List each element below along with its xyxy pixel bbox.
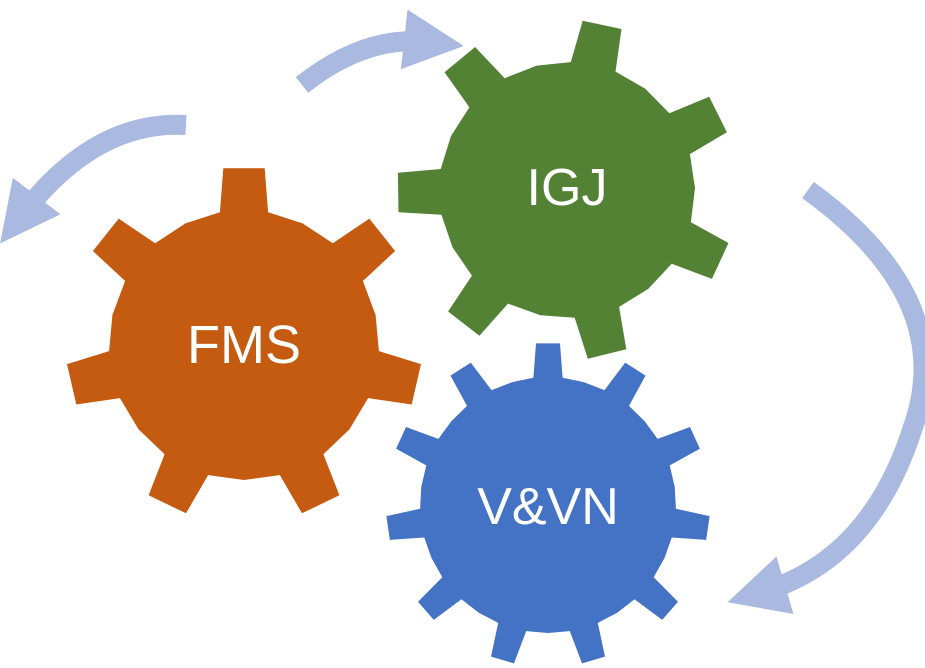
gear-vvn-shape [386,343,710,664]
gear-vvn-label: V&VN [477,478,619,536]
gear-fms-shape [67,168,421,514]
arrow-top-left-curve [0,114,187,244]
arrow-igj-to-vvn [727,181,925,614]
gear-vvn: V&VN [386,343,710,664]
arrow-fms-to-igj [295,9,464,93]
gear-fms: FMS [67,168,421,514]
gear-igj: IGJ [397,20,729,359]
gear-fms-label: FMS [187,315,301,375]
gear-igj-shape [397,20,729,359]
gear-igj-label: IGJ [527,159,608,217]
